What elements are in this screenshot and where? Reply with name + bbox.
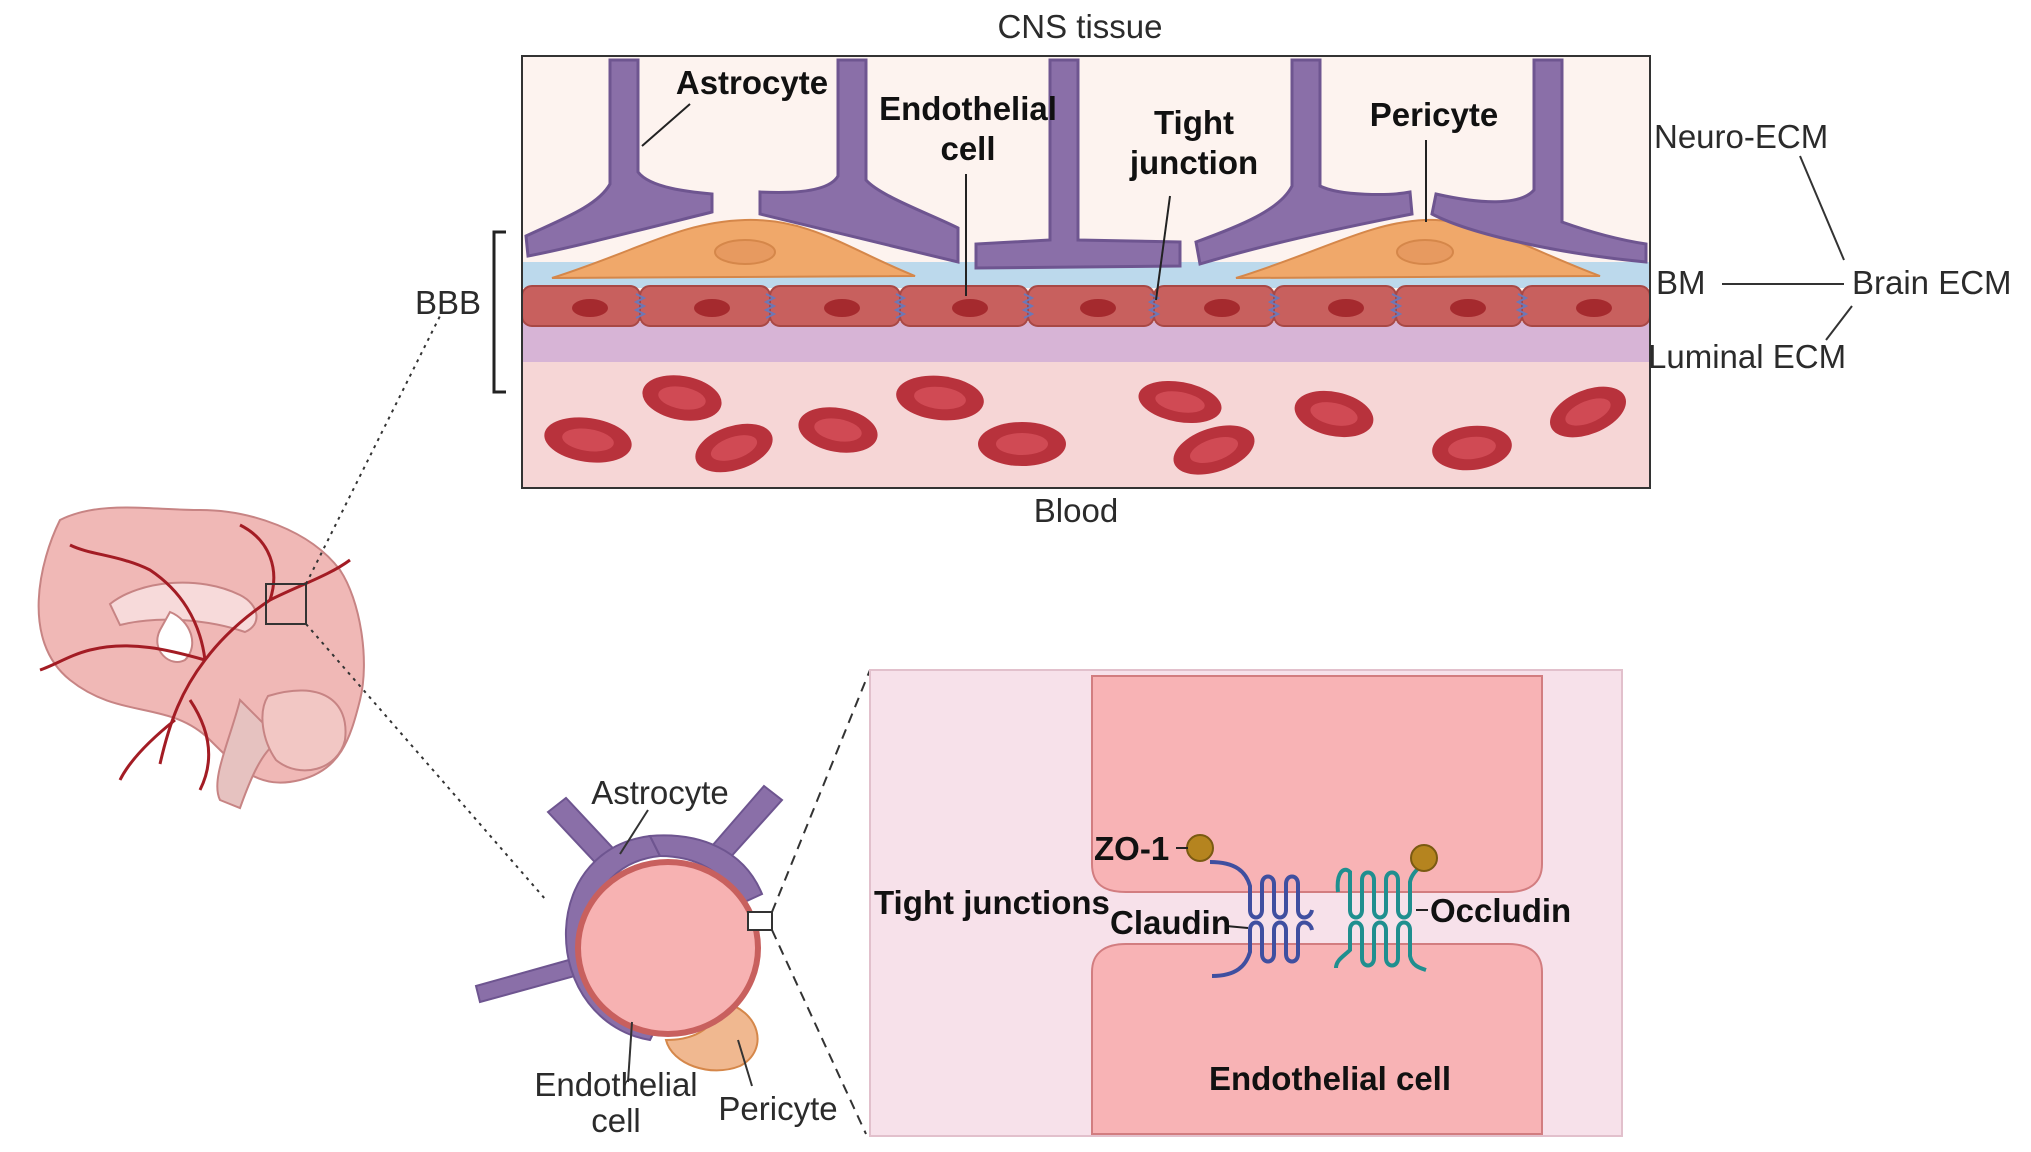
top-panel-frame <box>521 55 1651 489</box>
brain-arteries <box>39 523 351 791</box>
occludin-label: Occludin <box>1430 892 1571 929</box>
astrocyte-foot <box>1430 58 1648 264</box>
endothelial-nuclei <box>572 299 1612 317</box>
zo1-protein-right <box>1410 844 1438 872</box>
tight-junctions-label: Tight junctions <box>874 884 1110 921</box>
cross-endothelial-label-line1: Endothelial <box>534 1066 697 1103</box>
junction-zoom-lines <box>771 669 871 1135</box>
astrocyte-foot <box>1194 58 1414 266</box>
bbb-bracket <box>492 230 506 394</box>
zo1-label: ZO-1 <box>1094 830 1169 867</box>
zo1-protein-left <box>1186 834 1214 862</box>
red-blood-cells <box>544 375 1626 475</box>
bm-label: BM <box>1656 264 1706 301</box>
bbb-longitudinal-panel: CNS tissue Blood Astrocyte Endothelialce… <box>415 8 2012 529</box>
cross-pericyte-label: Pericyte <box>718 1090 837 1127</box>
claudin-proteins <box>1209 860 1314 978</box>
ecm-connector-lines <box>1722 155 1853 341</box>
cross-endothelial-label-line2: cell <box>591 1102 641 1139</box>
astrocyte-label: Astrocyte <box>676 64 828 101</box>
pericyte-label: Pericyte <box>1370 96 1498 133</box>
luminal-ecm-layer <box>522 322 1650 362</box>
brain-illustration <box>37 506 365 810</box>
neuro-ecm-label: Neuro-ECM <box>1654 118 1828 155</box>
occludin-proteins <box>1334 860 1427 972</box>
pericyte-cell <box>551 218 916 279</box>
cross-astrocyte-label: Astrocyte <box>591 774 729 811</box>
cns-tissue-label: CNS tissue <box>997 8 1162 45</box>
endothelial-cell-panel-label: Endothelial cell <box>1209 1060 1451 1097</box>
bbb-label: BBB <box>415 284 481 321</box>
zoom-guide-lines <box>305 315 547 901</box>
astrocyte-foot <box>524 58 714 258</box>
astrocyte-foot <box>758 58 960 264</box>
cross-zoom-box <box>747 911 773 931</box>
junction-label-leaders <box>1176 847 1428 929</box>
luminal-ecm-label: Luminal ECM <box>1648 338 1846 375</box>
cross-pericyte <box>664 1000 759 1072</box>
cerebellum <box>261 689 347 772</box>
claudin-label: Claudin <box>1110 904 1231 941</box>
tight-junction-panel: ZO-1 Tight junctions Claudin Occludin En… <box>869 669 1623 1137</box>
astrocyte-foot <box>974 58 1182 270</box>
cross-label-leaders <box>619 809 753 1087</box>
cell-label-leaders <box>641 103 1427 301</box>
brain-ecm-label: Brain ECM <box>1852 264 2012 301</box>
astrocyte-endfeet <box>524 58 1648 270</box>
tight-junction-marks <box>633 293 1529 319</box>
vessel-cross-section: Astrocyte Endothelial cell Pericyte <box>474 774 838 1139</box>
brain-zoom-box <box>265 583 307 625</box>
endothelial-cell-row <box>522 285 1650 327</box>
lower-endothelial-cell <box>1091 943 1543 1135</box>
blood-label: Blood <box>1034 492 1118 529</box>
cross-endothelium <box>575 859 761 1037</box>
